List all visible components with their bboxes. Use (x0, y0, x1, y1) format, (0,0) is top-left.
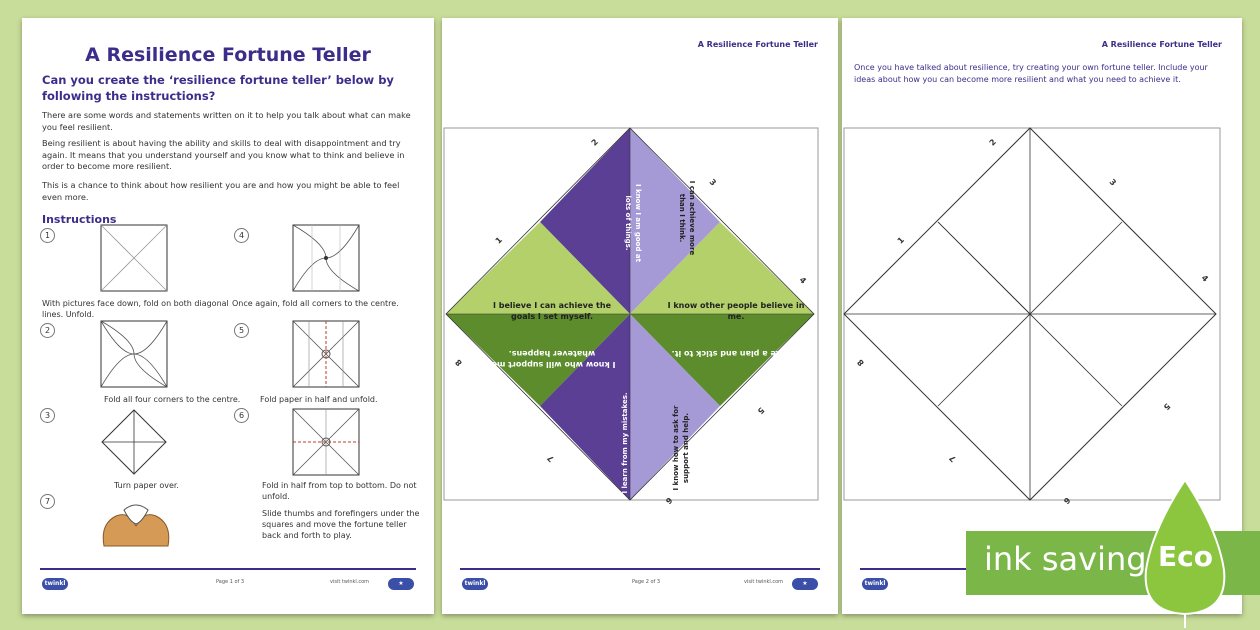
twinkl-logo-right: ★ (388, 578, 414, 590)
panel-left-upper (446, 222, 630, 314)
step-5-diagram (292, 320, 360, 388)
intro-paragraph-3: This is a chance to think about how resi… (42, 180, 400, 202)
page-intro: Once you have talked about resilience, t… (854, 63, 1208, 84)
panel-top-right (630, 128, 720, 314)
statement-left-lower: I know who will support me, whatever hap… (488, 349, 616, 369)
intro-paragraph-1: There are some words and statements writ… (42, 110, 411, 132)
statement-right-upper: I know other people believe in me. (667, 301, 805, 321)
step-number-4: 4 (234, 228, 249, 243)
step-1-diagram (100, 224, 168, 292)
twinkl-logo: twinkl (462, 578, 488, 590)
step-1-caption: With pictures face down, fold on both di… (42, 299, 229, 319)
fortune-teller-colored (443, 127, 819, 501)
twinkl-logo-right: ★ (792, 578, 818, 590)
eco-label: Eco (1158, 540, 1213, 573)
step-number-1: 1 (40, 228, 55, 243)
step-3-caption: Turn paper over. (114, 481, 179, 490)
panel-top-left (540, 128, 630, 314)
step-3-diagram (101, 409, 167, 475)
statement-top-right: I can achieve more than I think. (678, 180, 696, 256)
page-header: A Resilience Fortune Teller (1101, 40, 1222, 49)
leaf-drop-icon (1144, 478, 1226, 628)
footer-url: visit twinkl.com (744, 579, 784, 585)
step-number-6: 6 (234, 408, 249, 423)
step-2-caption: Fold all four corners to the centre. (104, 395, 241, 404)
panel-right-lower (630, 314, 814, 406)
colored-template-page: A Resilience Fortune Teller I believe I … (442, 18, 838, 614)
panel-bottom-right (630, 314, 720, 500)
hands-icon (102, 504, 170, 547)
instructions-page: A Resilience Fortune Teller Can you crea… (22, 18, 434, 614)
page-number: Page 2 of 3 (632, 579, 661, 585)
panel-right-upper (630, 222, 814, 314)
step-6-diagram (292, 408, 360, 476)
step-7-caption: Slide thumbs and forefingers under the s… (262, 509, 420, 540)
page-number: Page 1 of 3 (216, 579, 245, 585)
step-5-caption: Fold paper in half and unfold. (260, 395, 378, 404)
statement-top-left: I know I am good at lots of things. (624, 183, 642, 263)
statement-left-upper: I believe I can achieve the goals I set … (492, 301, 611, 321)
intro-paragraph-2: Being resilient is about having the abil… (42, 138, 405, 171)
ink-saving-text: ink saving (984, 540, 1147, 578)
page-subtitle: Can you create the ‘resilience fortune t… (42, 73, 394, 103)
step-number-2: 2 (40, 323, 55, 338)
step-2-diagram (100, 320, 168, 388)
page-header: A Resilience Fortune Teller (697, 40, 818, 49)
panel-left-lower (446, 314, 630, 406)
page-footer: twinkl Page 2 of 3 visit twinkl.com ★ (460, 568, 820, 600)
instructions-heading: Instructions (42, 213, 117, 226)
step-4-diagram (292, 224, 360, 292)
statement-right-lower: I make a plan and stick to it. (671, 349, 801, 358)
step-4-caption: Once again, fold all corners to the cent… (232, 299, 399, 308)
statement-bottom-left: I learn from my mistakes. (621, 392, 629, 494)
step-6-caption: Fold in half from top to bottom. Do not … (262, 481, 417, 501)
twinkl-logo: twinkl (42, 578, 68, 590)
page-footer: twinkl Page 1 of 3 visit twinkl.com ★ (40, 568, 416, 600)
footer-url: visit twinkl.com (330, 579, 370, 585)
step-number-3: 3 (40, 408, 55, 423)
twinkl-logo: twinkl (862, 578, 888, 590)
fortune-teller-blank (843, 127, 1221, 501)
step-number-5: 5 (234, 323, 249, 338)
step-number-7: 7 (40, 494, 55, 509)
statement-bottom-right: I know how to ask for support and help. (672, 405, 690, 491)
page-title: A Resilience Fortune Teller (85, 44, 371, 66)
panel-bottom-left (540, 314, 630, 500)
